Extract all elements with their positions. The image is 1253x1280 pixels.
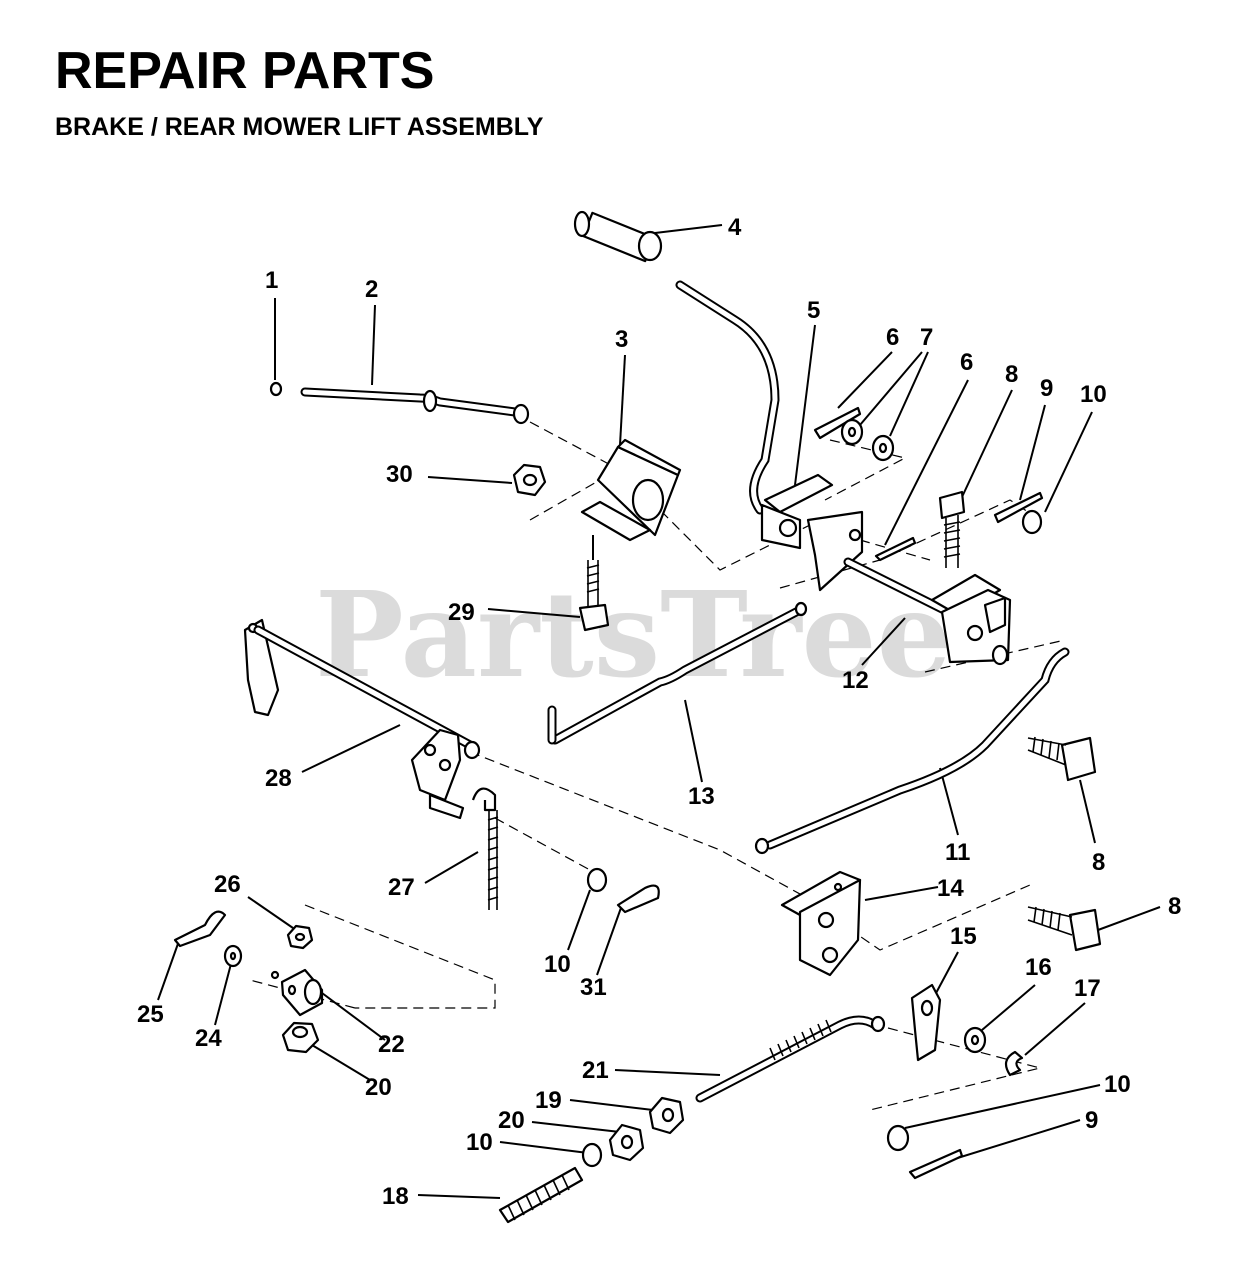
part-12-shaft-and-bracket (843, 557, 1012, 666)
callout-27: 27 (388, 874, 415, 901)
callout-31: 31 (580, 974, 607, 1001)
callout-28: 28 (265, 765, 292, 792)
callout-6: 6 (886, 324, 899, 351)
callout-9: 9 (1040, 375, 1053, 402)
callout-11: 11 (945, 839, 970, 866)
callout-8c: 8 (1168, 893, 1181, 920)
callout-5: 5 (807, 297, 820, 324)
callout-13: 13 (688, 783, 715, 810)
part-9-cotter-pins (908, 491, 1044, 1180)
callout-10b: 10 (544, 951, 571, 978)
part-10-washers (581, 509, 1043, 1168)
part-31-cotter-pin (616, 884, 660, 914)
part-24-washer (223, 944, 243, 968)
callout-6b: 6 (960, 349, 973, 376)
part-6-cotter-pins (813, 406, 917, 562)
part-11-rod (754, 647, 1070, 855)
part-26-nut (286, 924, 314, 950)
part-19-nut (648, 1096, 685, 1135)
callout-30: 30 (386, 461, 413, 488)
callout-8b: 8 (1092, 849, 1105, 876)
callout-18: 18 (382, 1183, 409, 1210)
leader-lines (157, 224, 1161, 1199)
part-7-washers (840, 418, 895, 462)
callout-4: 4 (728, 214, 742, 241)
callout-22: 22 (378, 1031, 405, 1058)
callout-10c: 10 (466, 1129, 493, 1156)
part-20-nuts (281, 1021, 645, 1162)
callout-20: 20 (365, 1074, 392, 1101)
part-21-threaded-rod (695, 1015, 886, 1103)
part-5-lever-arm (675, 280, 864, 592)
part-14-bracket (780, 870, 862, 977)
callout-numbers: 1 2 3 4 5 6 7 6 8 9 10 30 29 12 28 13 11… (137, 214, 1181, 1210)
callout-26: 26 (214, 871, 241, 898)
part-27-hook-bolt (471, 787, 499, 910)
callout-8: 8 (1005, 361, 1018, 388)
part-4-grip (573, 210, 663, 263)
callout-10: 10 (1080, 381, 1107, 408)
part-17-clip (1004, 1050, 1024, 1077)
part-28-cross-shaft (243, 618, 481, 820)
callout-9b: 9 (1085, 1107, 1098, 1134)
part-2-rod (300, 387, 530, 425)
callout-12: 12 (842, 667, 869, 694)
callout-20b: 20 (498, 1107, 525, 1134)
part-30-nut (512, 463, 547, 497)
part-18-spring (498, 1166, 584, 1224)
page-title: REPAIR PARTS (55, 42, 435, 100)
callout-24: 24 (195, 1025, 222, 1052)
callout-16: 16 (1025, 954, 1052, 981)
part-13-rod (547, 601, 808, 745)
callout-19: 19 (535, 1087, 562, 1114)
alignment-lines (249, 421, 1066, 1111)
callout-29: 29 (448, 599, 475, 626)
callout-17: 17 (1074, 975, 1101, 1002)
part-1-collar (269, 381, 283, 397)
part-29-bolt (578, 535, 610, 632)
part-8-bolts (938, 490, 1102, 952)
callout-14: 14 (937, 875, 964, 902)
callout-3: 3 (615, 326, 628, 353)
callout-1: 1 (265, 267, 278, 294)
callout-2: 2 (365, 276, 378, 303)
callout-21: 21 (582, 1057, 609, 1084)
assembly-subtitle: BRAKE / REAR MOWER LIFT ASSEMBLY (55, 113, 544, 141)
part-16-washer (963, 1026, 987, 1054)
callout-10d: 10 (1104, 1071, 1131, 1098)
part-25-cotter-pin (173, 910, 227, 948)
callout-7: 7 (920, 324, 933, 351)
callout-25: 25 (137, 1001, 164, 1028)
part-22-trunnion (270, 968, 324, 1017)
callout-15: 15 (950, 923, 977, 950)
part-3-bracket (580, 438, 682, 542)
part-15-link (910, 983, 942, 1062)
